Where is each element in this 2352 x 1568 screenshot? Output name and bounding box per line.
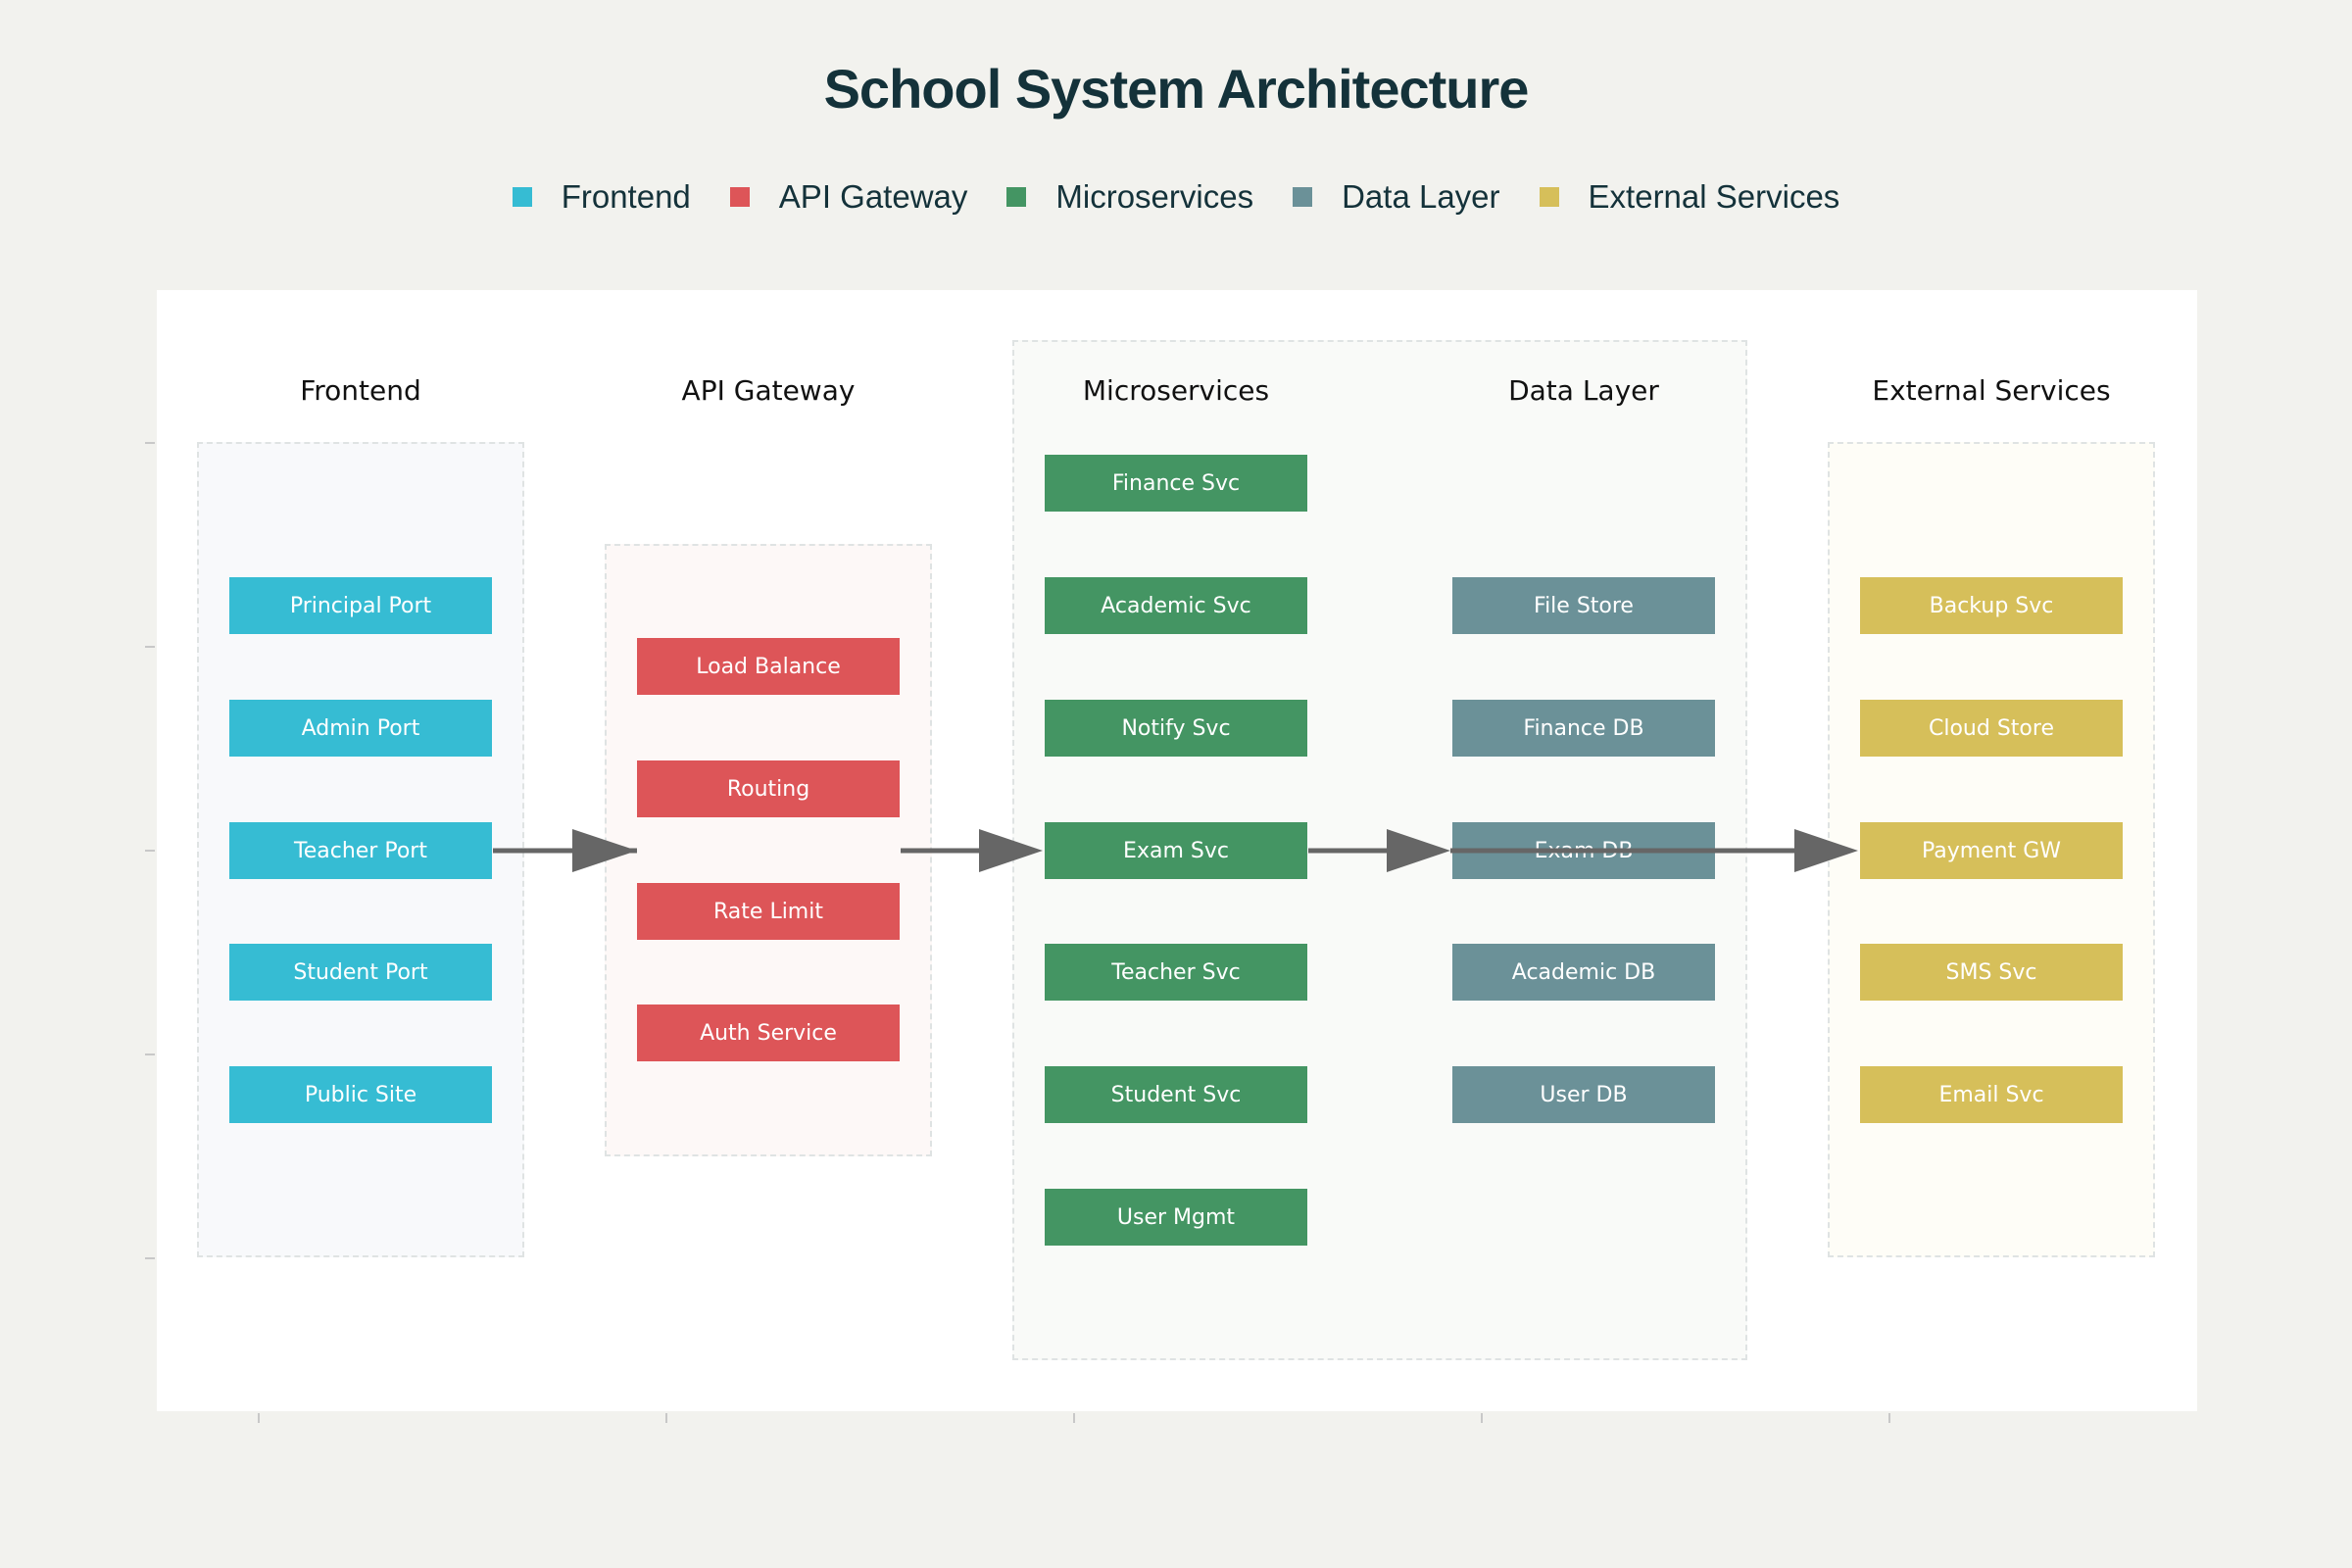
node-cloud-store: Cloud Store — [1860, 700, 2123, 757]
legend-item-api-gateway: API Gateway — [729, 178, 968, 216]
legend: Frontend API Gateway Microservices Data … — [0, 178, 2352, 216]
node-sms-svc: SMS Svc — [1860, 944, 2123, 1001]
node-rate-limit: Rate Limit — [637, 883, 900, 940]
legend-label: Microservices — [1055, 178, 1254, 215]
legend-item-data-layer: Data Layer — [1293, 178, 1500, 216]
axis-tick — [145, 1257, 155, 1259]
axis-tick — [665, 1413, 667, 1423]
diagram-title: School System Architecture — [823, 58, 1530, 120]
column-header-external-services: External Services — [1872, 374, 2111, 407]
axis-tick — [1888, 1413, 1890, 1423]
legend-swatch-data-layer — [1293, 187, 1313, 207]
node-file-store: File Store — [1452, 577, 1715, 634]
column-header-frontend: Frontend — [300, 374, 421, 407]
axis-tick — [258, 1413, 260, 1423]
node-academic-db: Academic DB — [1452, 944, 1715, 1001]
legend-item-frontend: Frontend — [512, 178, 691, 216]
node-principal-port: Principal Port — [229, 577, 492, 634]
node-student-port: Student Port — [229, 944, 492, 1001]
node-backup-svc: Backup Svc — [1860, 577, 2123, 634]
node-email-svc: Email Svc — [1860, 1066, 2123, 1123]
node-auth-service: Auth Service — [637, 1004, 900, 1061]
column-header-data-layer: Data Layer — [1508, 374, 1659, 407]
node-finance-svc: Finance Svc — [1045, 455, 1307, 512]
legend-label: Frontend — [561, 178, 691, 215]
node-teacher-port: Teacher Port — [229, 822, 492, 879]
node-exam-svc: Exam Svc — [1045, 822, 1307, 879]
node-user-mgmt: User Mgmt — [1045, 1189, 1307, 1246]
column-header-microservices: Microservices — [1082, 374, 1270, 407]
legend-swatch-microservices — [1006, 187, 1027, 207]
axis-tick — [145, 1054, 155, 1055]
legend-swatch-external-services — [1539, 187, 1559, 207]
legend-swatch-frontend — [512, 187, 532, 207]
legend-item-microservices: Microservices — [1006, 178, 1253, 216]
node-public-site: Public Site — [229, 1066, 492, 1123]
node-finance-db: Finance DB — [1452, 700, 1715, 757]
node-user-db: User DB — [1452, 1066, 1715, 1123]
node-exam-db: Exam DB — [1452, 822, 1715, 879]
node-academic-svc: Academic Svc — [1045, 577, 1307, 634]
legend-label: Data Layer — [1342, 178, 1500, 215]
node-student-svc: Student Svc — [1045, 1066, 1307, 1123]
column-header-api-gateway: API Gateway — [681, 374, 856, 407]
node-teacher-svc: Teacher Svc — [1045, 944, 1307, 1001]
node-load-balance: Load Balance — [637, 638, 900, 695]
axis-tick — [1073, 1413, 1075, 1423]
axis-tick — [1481, 1413, 1483, 1423]
node-notify-svc: Notify Svc — [1045, 700, 1307, 757]
legend-item-external-services: External Services — [1539, 178, 1840, 216]
axis-tick — [145, 850, 155, 852]
node-payment-gw: Payment GW — [1860, 822, 2123, 879]
legend-label: API Gateway — [778, 178, 968, 215]
node-routing: Routing — [637, 760, 900, 817]
node-admin-port: Admin Port — [229, 700, 492, 757]
legend-label: External Services — [1588, 178, 1840, 215]
legend-swatch-api-gateway — [729, 187, 750, 207]
axis-tick — [145, 646, 155, 648]
axis-tick — [145, 442, 155, 444]
api-gateway-group — [605, 544, 932, 1156]
